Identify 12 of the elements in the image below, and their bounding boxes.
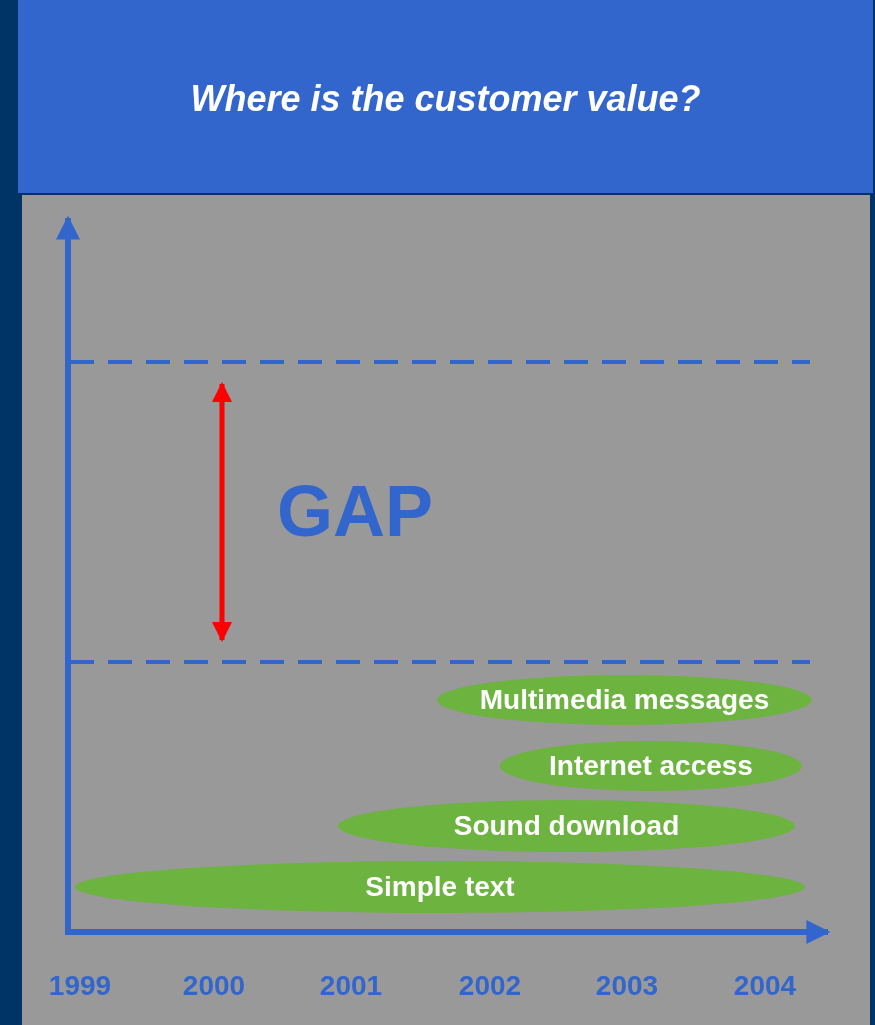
feature-label: Sound download — [453, 810, 680, 842]
year-label: 2002 — [457, 970, 523, 1002]
gap-label: GAP — [276, 470, 434, 552]
year-label: 2003 — [594, 970, 660, 1002]
title: Where is the customer value? — [189, 78, 702, 120]
year-label: 2004 — [732, 970, 798, 1002]
year-label: 1999 — [47, 970, 113, 1002]
year-label: 2000 — [181, 970, 247, 1002]
feature-label: Internet access — [549, 750, 753, 782]
feature-label: Multimedia messages — [479, 684, 770, 716]
feature-label: Simple text — [365, 871, 515, 903]
year-label: 2001 — [318, 970, 384, 1002]
